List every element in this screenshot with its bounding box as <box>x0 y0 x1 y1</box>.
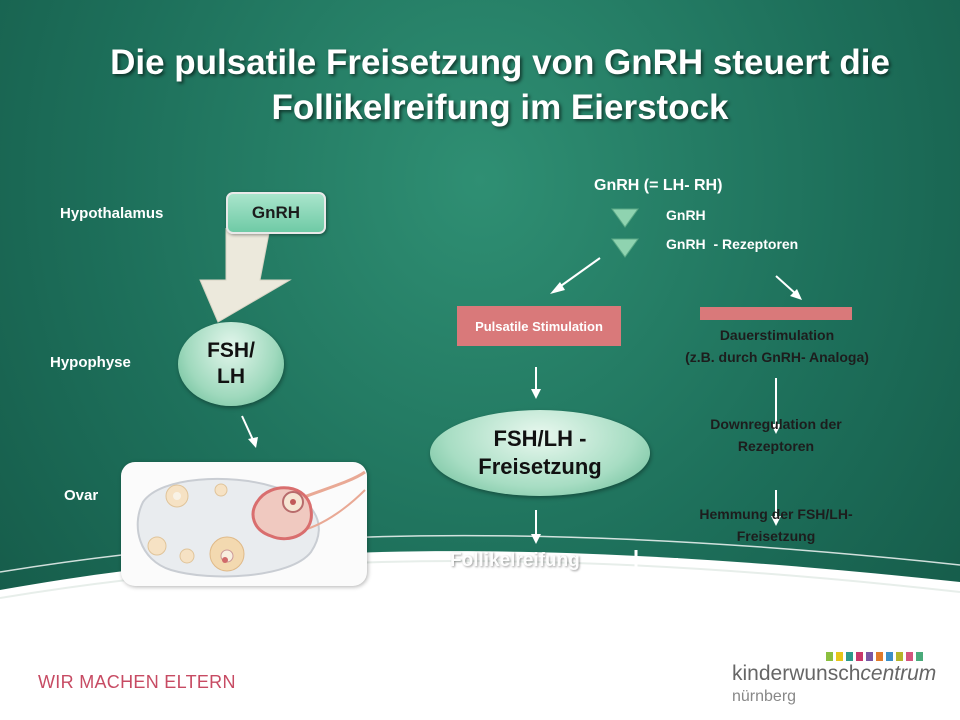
title-line-2: Follikelreifung im Eierstock <box>271 88 729 127</box>
dauer-line-2: (z.B. durch GnRH- Analoga) <box>685 349 869 365</box>
hemmung-label: Hemmung der FSH/LH- Freisetzung <box>672 503 880 547</box>
big-arrow <box>199 228 292 323</box>
dauerstimulation-label: Dauerstimulation (z.B. durch GnRH- Analo… <box>662 324 892 368</box>
fsh-lh-line-2: LH <box>217 365 245 388</box>
brand-square <box>836 652 843 661</box>
brand-square <box>826 652 833 661</box>
down-line-2: Rezeptoren <box>737 438 815 454</box>
downregulation-label: Downregulation der Rezeptoren <box>676 413 876 457</box>
arrow-right-diag <box>775 275 802 300</box>
brand-square <box>846 652 853 661</box>
arrow-down-2 <box>531 510 541 544</box>
fsh-lh-freisetzung-oval: FSH/LH - Freisetzung <box>430 410 650 496</box>
arrow-to-ovar <box>241 415 258 448</box>
gnrh-header: GnRH (= LH- RH) <box>594 177 723 194</box>
brand-squares <box>826 652 923 661</box>
pulsatile-stimulation-box: Pulsatile Stimulation <box>457 306 621 346</box>
freisetzung-line-1: FSH/LH - <box>493 426 587 451</box>
arrow-down-3 <box>771 378 781 434</box>
triangle-icon-1 <box>611 208 639 228</box>
brand-square <box>916 652 923 661</box>
ovary-drawing <box>136 470 366 578</box>
label-ovar: Ovar <box>64 487 99 504</box>
gnrh-box: GnRH <box>226 192 326 234</box>
brand-name: kinderwunschcentrum <box>732 662 936 686</box>
dauerstimulation-bar <box>700 307 852 320</box>
label-hypothalamus: Hypothalamus <box>60 205 164 222</box>
arrow-left-diag <box>550 257 601 294</box>
title-line-1: Die pulsatile Freisetzung von GnRH steue… <box>110 43 890 82</box>
hemm-line-2: Freisetzung <box>736 528 816 544</box>
brand-square <box>896 652 903 661</box>
inhibition-line <box>634 550 678 568</box>
brand-square <box>886 652 893 661</box>
brand-square <box>906 652 913 661</box>
fsh-lh-line-1: FSH/ <box>207 339 255 362</box>
slide-title: Die pulsatile Freisetzung von GnRH steue… <box>60 40 940 130</box>
dauer-line-1: Dauerstimulation <box>719 327 835 343</box>
ovary-illustration <box>121 462 367 586</box>
brand-square <box>856 652 863 661</box>
arrow-down-4 <box>771 490 781 526</box>
tri-label-rezeptoren: GnRH - Rezeptoren <box>666 236 799 252</box>
fsh-lh-oval: FSH/ LH <box>178 322 284 406</box>
brand-city: nürnberg <box>732 688 797 705</box>
brand-suffix: centrum <box>860 662 937 685</box>
brand-prefix: kinderwunsch <box>732 662 861 685</box>
triangle-icon-2 <box>611 238 639 258</box>
brand-square <box>876 652 883 661</box>
hemm-line-1: Hemmung der FSH/LH- <box>699 506 853 522</box>
label-hypophyse: Hypophyse <box>50 354 131 371</box>
arrow-down-1 <box>531 367 541 399</box>
freisetzung-line-2: Freisetzung <box>478 454 602 479</box>
down-line-1: Downregulation der <box>710 416 842 432</box>
follikelreifung-label: Follikelreifung <box>450 550 580 571</box>
brand-square <box>866 652 873 661</box>
slogan: WIR MACHEN ELTERN <box>38 672 236 692</box>
tri-label-gnrh: GnRH <box>666 207 706 223</box>
